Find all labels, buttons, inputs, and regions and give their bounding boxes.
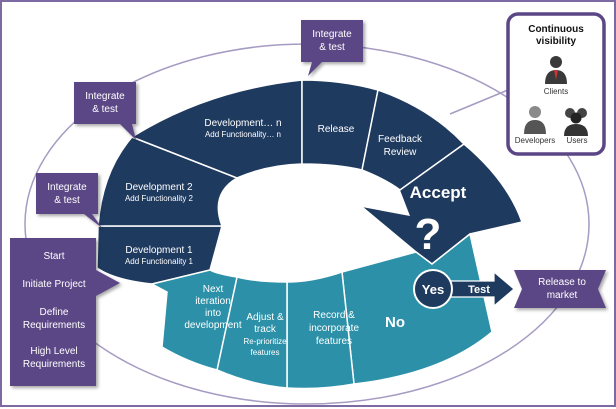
adjust-line-1: Adjust &: [246, 312, 284, 323]
group-icon: [564, 108, 588, 136]
integrate-callout-2: Integrate & test: [74, 82, 136, 140]
segment-development-n[interactable]: [130, 79, 303, 179]
integrate-callout-3-box[interactable]: [301, 20, 363, 76]
visibility-box: Continuous visibility Clients Developers…: [506, 12, 606, 156]
visibility-connector: [449, 89, 509, 115]
integrate-3-line-1: Integrate: [312, 29, 352, 40]
visibility-title-2: visibility: [536, 36, 576, 47]
start-item-3b: Requirements: [23, 320, 85, 331]
accept-question-mark: ?: [415, 210, 442, 259]
integrate-1-line-2: & test: [54, 195, 80, 206]
integrate-callout-3: Integrate & test: [301, 20, 363, 76]
visibility-title-1: Continuous: [528, 24, 584, 35]
feedback-line-2: Review: [384, 147, 418, 158]
release-label: Release: [318, 124, 355, 135]
yes-label: Yes: [422, 282, 444, 297]
release-market-line-2: market: [547, 290, 578, 301]
dev2-sub: Add Functionality 2: [125, 194, 194, 203]
start-item-1: Start: [43, 251, 64, 262]
labels: Development 1 Add Functionality 1 Develo…: [125, 118, 467, 357]
record-line-3: features: [316, 336, 352, 347]
devn-sub: Add Functionality… n: [205, 130, 281, 139]
next-line-2: iteration: [195, 296, 231, 307]
release-to-market: Release to market: [514, 270, 606, 308]
accept-arrow-notch: [362, 190, 410, 216]
release-to-market-banner[interactable]: [514, 270, 606, 308]
users-label: Users: [567, 136, 588, 145]
adjust-sub-1: Re-prioritize: [243, 337, 287, 346]
dev1-title: Development 1: [125, 245, 193, 256]
decision-yes-test: Test Yes: [413, 269, 515, 309]
person-icon: [524, 106, 546, 134]
person-icon: [545, 56, 567, 84]
integrate-3-line-2: & test: [319, 42, 345, 53]
feedback-line-1: Feedback: [378, 134, 423, 145]
dev1-sub: Add Functionality 1: [125, 257, 194, 266]
segment-no[interactable]: [341, 232, 493, 385]
adjust-sub-2: features: [251, 348, 280, 357]
start-item-2: Initiate Project: [22, 279, 86, 290]
start-item-4b: Requirements: [23, 359, 85, 370]
start-item-3a: Define: [40, 307, 69, 318]
integrate-2-line-2: & test: [92, 104, 118, 115]
integrate-2-line-1: Integrate: [85, 91, 125, 102]
test-arrow[interactable]: [449, 270, 515, 308]
next-line-4: development: [184, 320, 241, 331]
dev2-title: Development 2: [125, 182, 193, 193]
release-market-line-1: Release to: [538, 277, 586, 288]
devn-title: Development… n: [204, 118, 281, 129]
no-label: No: [385, 314, 405, 331]
integrate-callout-2-box[interactable]: [74, 82, 136, 140]
integrate-1-line-1: Integrate: [47, 182, 87, 193]
adjust-line-2: track: [254, 324, 277, 335]
next-line-1: Next: [203, 284, 224, 295]
start-item-4a: High Level: [30, 346, 77, 357]
test-label: Test: [468, 284, 490, 296]
cycle-ring: [96, 79, 523, 390]
integrate-callout-1: Integrate & test: [36, 173, 102, 228]
integrate-callout-1-box[interactable]: [36, 173, 102, 228]
developers-label: Developers: [515, 136, 555, 145]
segment-next-iteration[interactable]: [149, 269, 238, 371]
yes-circle[interactable]: [413, 269, 453, 309]
record-line-1: Record &: [313, 310, 355, 321]
next-line-3: into: [205, 308, 222, 319]
record-line-2: incorporate: [309, 323, 359, 334]
start-box-shape[interactable]: [10, 238, 120, 386]
accept-label: Accept: [410, 183, 467, 202]
clients-label: Clients: [544, 87, 568, 96]
start-box: Start Initiate Project Define Requiremen…: [10, 238, 120, 386]
